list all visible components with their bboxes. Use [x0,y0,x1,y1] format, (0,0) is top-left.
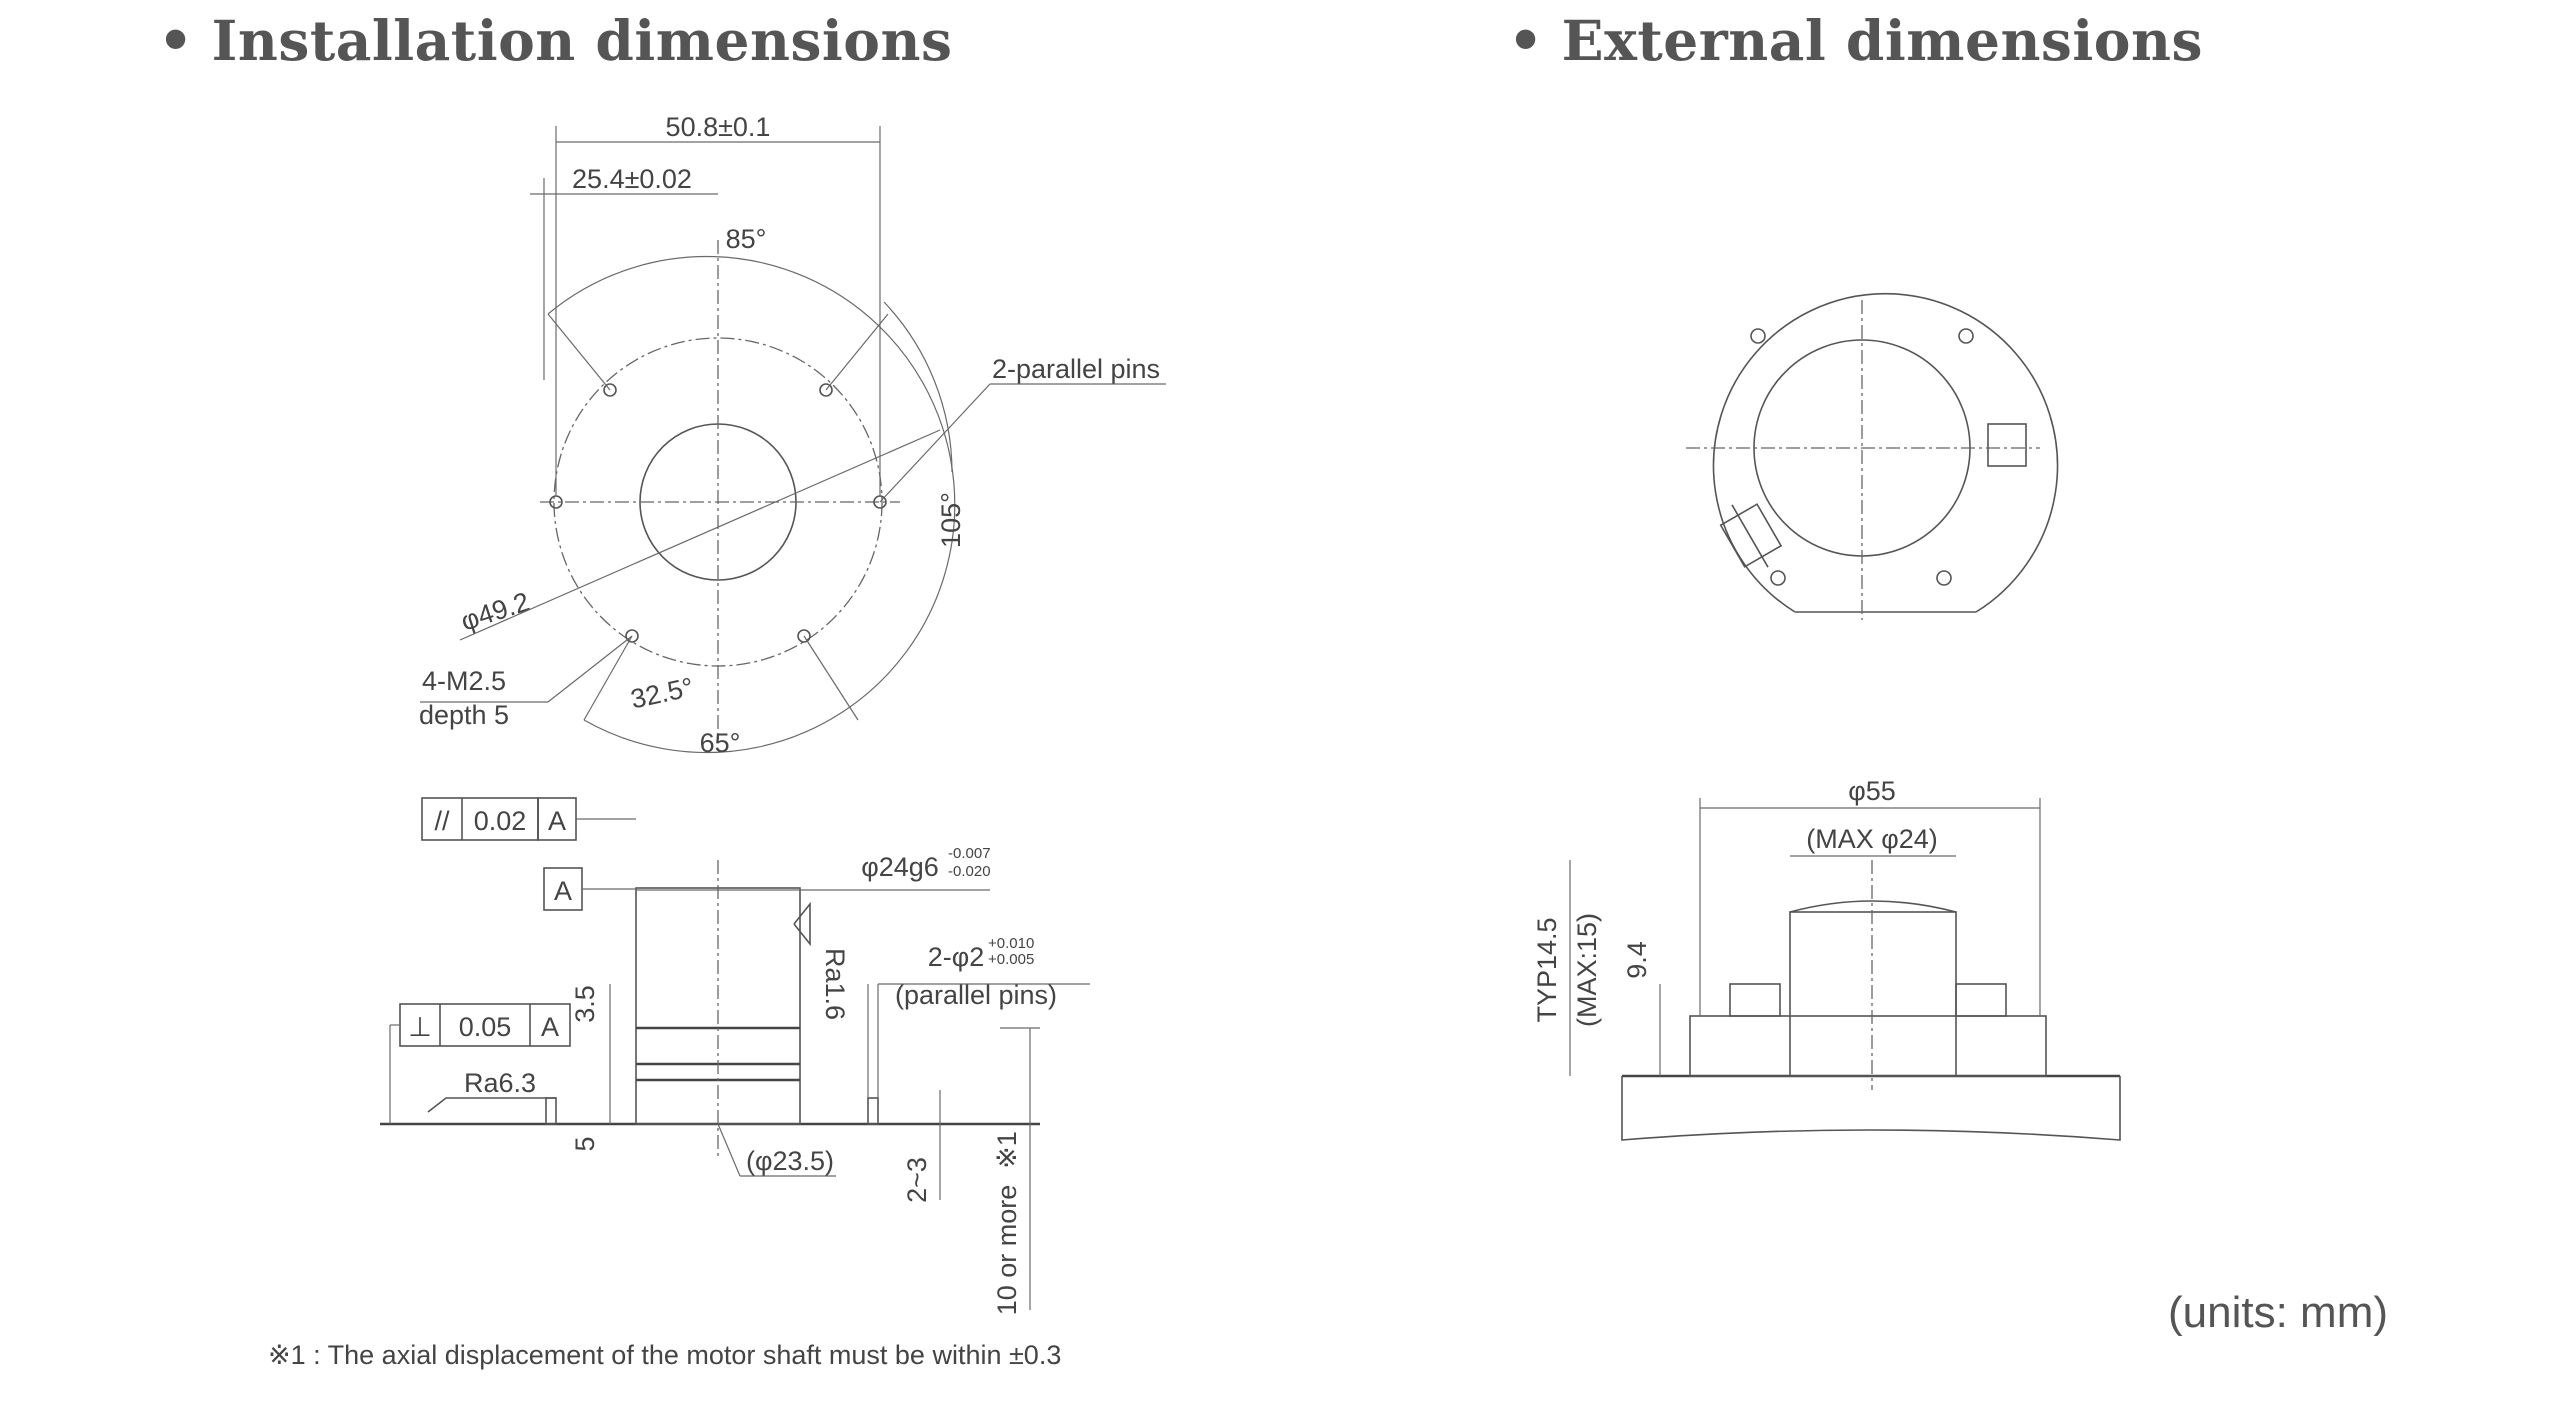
parallelism-symbol: // [434,806,450,836]
pins-label: 2-parallel pins [992,354,1160,384]
parallelism-frame: // 0.02 A [421,797,636,841]
installation-dimensions-heading: • Installation dimensions [158,8,952,73]
roughness-shaft: Ra1.6 [820,948,850,1020]
external-top-view [1686,292,2059,620]
heading-bullet: • [158,8,194,73]
roughness-face: Ra6.3 [464,1068,536,1098]
perpendicularity-symbol: ⊥ [408,1012,432,1042]
perpendicularity-frame: ⊥ 0.05 A [389,1003,571,1124]
angle-bottom: 65° [700,728,741,758]
footnote: ※1 : The axial displacement of the motor… [268,1340,1062,1370]
dim-typ-14-5: TYP14.5 [1532,917,1562,1022]
pin-note: (parallel pins) [895,980,1057,1010]
dim-max-15: (MAX:15) [1572,913,1602,1027]
tapped-holes-label: 4-M2.5 [422,666,506,696]
angle-top: 85° [726,224,767,254]
tapped-depth-label: depth 5 [419,700,509,730]
outer-angle-arc [547,255,956,754]
mounting-holes [549,383,887,643]
shaft-tol-upper: -0.007 [948,845,991,862]
external-heading-text: External dimensions [1561,8,2203,73]
external-dimensions-heading: • External dimensions [1508,8,2203,73]
dim-max-24: (MAX φ24) [1806,824,1938,854]
parallelism-value: 0.02 [474,806,527,836]
external-side-view: φ55 (MAX φ24) TYP14.5 (MAX:15) 9.4 [1532,776,2121,1141]
shaft-tol-lower: -0.020 [948,863,991,880]
encoder-outer-body [1712,292,2059,613]
perpendicularity-datum: A [541,1012,559,1042]
units-label: (units: mm) [2168,1288,2388,1337]
dim-10-or-more: 10 or more [992,1185,1022,1316]
installation-top-view: 50.8±0.1 25.4±0.02 85° 105° 65° 32.5° φ4… [419,112,1166,758]
perpendicularity-value: 0.05 [459,1012,512,1042]
dim-bolt-spacing: 50.8±0.1 [666,112,771,142]
dim-5: 5 [570,1136,600,1151]
pcd-label: φ49.2 [457,586,533,636]
parallelism-datum: A [548,806,566,836]
heading-bullet: • [1508,8,1544,73]
shaft-tolerance: φ24g6 [861,852,939,882]
angle-right: 105° [936,492,966,548]
datum-frame: A [543,867,636,911]
dim-10-ref: ※1 [992,1131,1022,1169]
datum-label: A [554,876,572,906]
angle-small: 32.5° [628,672,696,715]
dim-55: φ55 [1848,776,1896,806]
installation-side-view: // 0.02 A A ⊥ 0.05 A φ24g6 -0.007 -0.020… [380,797,1090,1316]
dim-pin-spacing: 25.4±0.02 [572,164,692,194]
pin-tol-upper: +0.010 [988,935,1034,952]
pin-dim: 2-φ2 [928,942,985,972]
installation-heading-text: Installation dimensions [211,8,953,73]
pin-tol-lower: +0.005 [988,951,1034,968]
dim-23-5: (φ23.5) [746,1146,834,1176]
dim-3-5: 3.5 [570,985,600,1023]
dim-9-4: 9.4 [1622,941,1652,979]
dim-2-3: 2~3 [902,1157,932,1203]
